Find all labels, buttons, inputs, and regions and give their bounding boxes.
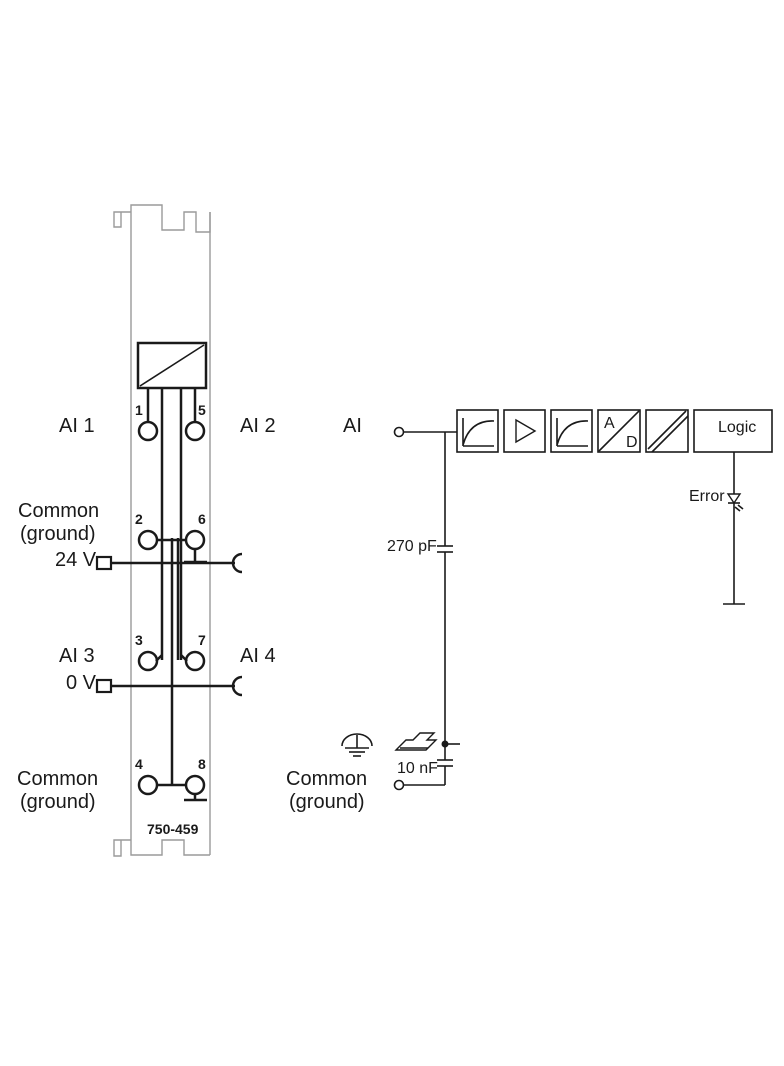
terminal-number-1: 1 xyxy=(135,402,143,418)
terminal-24v xyxy=(95,555,113,571)
terminal-number-8: 8 xyxy=(198,756,206,772)
module-housing xyxy=(113,204,211,857)
terminal-connectors xyxy=(137,420,206,796)
terminal-6 xyxy=(184,529,206,551)
label-24v: 24 V xyxy=(55,549,97,571)
amplifier-icon xyxy=(503,409,546,453)
lowpass-filter-icon xyxy=(456,409,499,453)
logic-block: Logic xyxy=(693,409,773,453)
label-ai2: AI 2 xyxy=(240,415,276,437)
label-ground-2: (ground) xyxy=(20,791,96,813)
terminal-number-3: 3 xyxy=(135,632,143,648)
ad-label-a: A xyxy=(604,415,615,432)
terminal-number-5: 5 xyxy=(198,402,206,418)
terminal-number-6: 6 xyxy=(198,511,206,527)
error-label: Error xyxy=(689,488,725,505)
label-ai4: AI 4 xyxy=(240,645,276,667)
part-number: 750-459 xyxy=(147,821,199,837)
terminal-5 xyxy=(184,420,206,442)
converter-icon xyxy=(136,341,208,390)
label-common-2: Common xyxy=(17,768,98,790)
capacitor-270pf xyxy=(437,545,453,553)
terminal-number-7: 7 xyxy=(198,632,206,648)
common-terminal xyxy=(393,779,405,791)
terminal-7 xyxy=(184,650,206,672)
label-common-1: Common xyxy=(18,500,99,522)
din-rail-icon xyxy=(394,732,438,751)
input-terminal xyxy=(393,426,405,438)
label-ai1: AI 1 xyxy=(59,415,95,437)
terminal-8 xyxy=(184,774,206,796)
terminal-2 xyxy=(137,529,159,551)
ad-converter-icon: A D xyxy=(597,409,641,453)
capacitor-10nf-label: 10 nF xyxy=(397,760,438,777)
module-internal-wiring xyxy=(112,388,243,802)
logic-label: Logic xyxy=(718,419,756,436)
label-ground-1: (ground) xyxy=(20,523,96,545)
filter-icon xyxy=(550,409,593,453)
label-ai3: AI 3 xyxy=(59,645,95,667)
ad-label-d: D xyxy=(626,434,638,451)
signal-chain: A D Logic xyxy=(456,409,773,453)
terminal-3 xyxy=(137,650,159,672)
terminal-number-4: 4 xyxy=(135,756,143,772)
schematic-ground-label: (ground) xyxy=(289,791,365,813)
terminal-0v xyxy=(95,678,113,694)
schematic-common-label: Common xyxy=(286,768,367,790)
error-led-icon xyxy=(726,493,744,512)
isolation-icon xyxy=(645,409,689,453)
terminal-number-2: 2 xyxy=(135,511,143,527)
terminal-4 xyxy=(137,774,159,796)
capacitor-10nf xyxy=(437,759,453,767)
terminal-1 xyxy=(137,420,159,442)
label-0v: 0 V xyxy=(66,672,97,694)
earth-ground-icon xyxy=(341,733,373,757)
capacitor-270pf-label: 270 pF xyxy=(387,538,437,555)
schematic-input-label: AI xyxy=(343,415,362,437)
